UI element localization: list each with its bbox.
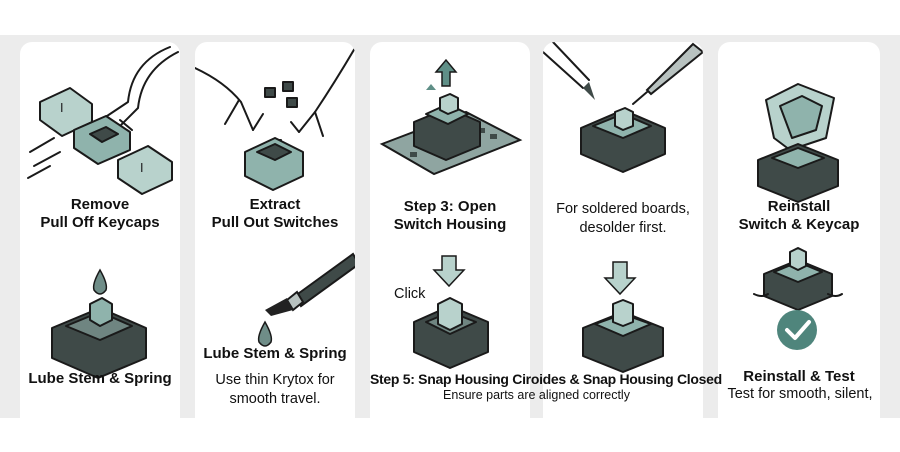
svg-text:I: I [60, 101, 64, 115]
panel-open-housing: Step 3: Open Switch Housing Click [370, 42, 530, 418]
keycap-icon: I [117, 145, 173, 195]
switch-icon [73, 115, 131, 165]
panel-title: Extract Pull Out Switches [211, 196, 339, 231]
brush-icon [265, 252, 355, 316]
tweezers-icon [543, 42, 595, 100]
keycap-puller-illustration: I I [27, 46, 179, 379]
panel-bottom-note: Test for smooth, silent, [727, 386, 873, 402]
panel-bottom-title: Lube Stem & Spring [28, 370, 172, 387]
panel-bottom-note: Use thin Krytox for smooth travel. [215, 372, 335, 407]
switch-icon [413, 93, 481, 161]
checkmark-icon [777, 310, 817, 350]
svg-text:I: I [140, 161, 144, 175]
click-label: Click [394, 286, 426, 302]
drop-icon [257, 320, 273, 347]
panel-title: Reinstall Switch & Keycap [738, 198, 860, 233]
reinstall-illustration [753, 83, 843, 350]
keycap-puller-icon [97, 46, 179, 135]
switch-icon [413, 297, 489, 369]
panel-bottom-title: Reinstall & Test [743, 368, 855, 385]
step5-subcaption: Ensure parts are aligned correctly [443, 388, 630, 402]
panel-desolder: For soldered boards, desolder first. [543, 42, 703, 418]
extract-illustration [195, 47, 355, 347]
switch-icon [244, 137, 304, 191]
panel-title: Remove Pull Off Keycaps [40, 196, 160, 231]
switch-icon [763, 247, 833, 311]
step5-caption: Step 5: Snap Housing Ciroides & Snap Hou… [370, 371, 722, 387]
arrow-down-icon [603, 261, 637, 296]
panel-extract: Extract Pull Out Switches Lube Stem & Sp… [195, 42, 355, 418]
panel-bottom-title: Lube Stem & Spring [203, 345, 347, 362]
switch-icon [51, 297, 147, 379]
switch-icon [582, 299, 664, 373]
panel-note: For soldered boards, desolder first. [556, 201, 690, 236]
panel-remove: I I Remove Pull Off Keycaps Lube Stem & … [20, 42, 180, 418]
desolder-illustration [543, 42, 703, 373]
switch-icon [580, 107, 666, 173]
keycap-puller-icon [195, 47, 355, 137]
keycap-icon [765, 83, 835, 151]
arrow-up-icon [426, 58, 458, 90]
open-housing-illustration [379, 58, 523, 369]
switch-icon [757, 143, 839, 203]
arrow-down-icon [432, 255, 466, 288]
panel-title: Step 3: Open Switch Housing [393, 198, 507, 233]
probe-icon [632, 42, 703, 105]
panel-reinstall: Reinstall Switch & Keycap Reinstall & Te… [718, 42, 880, 418]
drop-icon [92, 268, 108, 295]
